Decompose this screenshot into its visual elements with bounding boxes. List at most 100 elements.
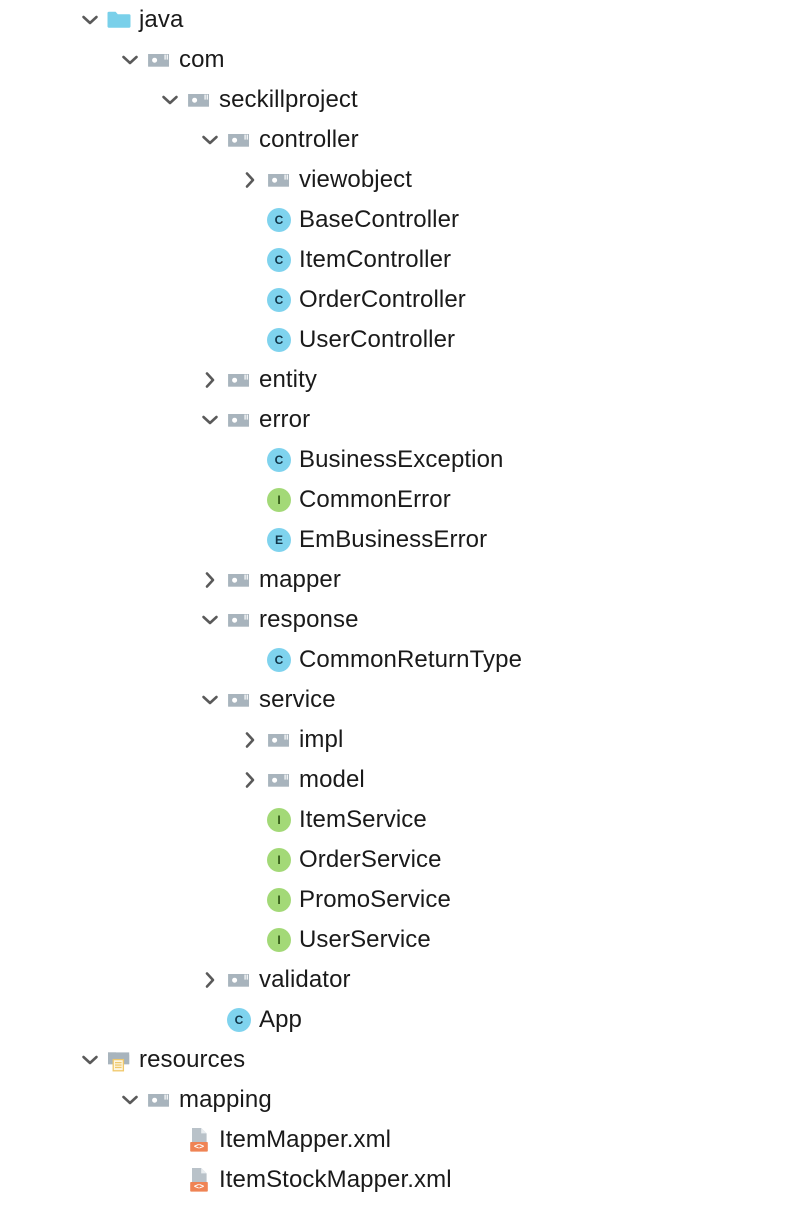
class-icon: C bbox=[267, 288, 291, 312]
tree-node-validator[interactable]: validator bbox=[0, 960, 351, 1000]
tree-node-label: response bbox=[259, 606, 359, 633]
tree-node-mapper[interactable]: mapper bbox=[0, 560, 341, 600]
tree-node-resources[interactable]: resources bbox=[0, 1040, 245, 1080]
class-icon: C bbox=[266, 247, 292, 273]
tree-node-mapping[interactable]: mapping bbox=[0, 1080, 272, 1120]
twistie-spacer bbox=[238, 648, 262, 672]
tree-node-java[interactable]: java bbox=[0, 0, 183, 40]
enum-icon: E bbox=[267, 528, 291, 552]
tree-node-controller[interactable]: controller bbox=[0, 120, 359, 160]
twistie-spacer bbox=[238, 288, 262, 312]
folder-package-icon bbox=[226, 127, 252, 153]
chevron-down-icon[interactable] bbox=[198, 608, 222, 632]
tree-node-label: OrderController bbox=[299, 286, 466, 313]
tree-node-error[interactable]: error bbox=[0, 400, 310, 440]
folder-package-icon bbox=[186, 87, 212, 113]
folder-package-icon bbox=[266, 767, 292, 793]
folder-package-icon bbox=[266, 167, 292, 193]
tree-node-label: BaseController bbox=[299, 206, 460, 233]
twistie-spacer bbox=[238, 448, 262, 472]
chevron-down-icon[interactable] bbox=[158, 88, 182, 112]
tree-node-basecontroller[interactable]: C BaseController bbox=[0, 200, 459, 240]
twistie-spacer bbox=[238, 808, 262, 832]
folder-source-root-icon bbox=[106, 7, 132, 33]
chevron-right-icon[interactable] bbox=[238, 168, 262, 192]
folder-package-icon bbox=[226, 367, 252, 393]
chevron-down-icon[interactable] bbox=[198, 688, 222, 712]
tree-node-label: entity bbox=[259, 366, 317, 393]
chevron-right-icon[interactable] bbox=[198, 568, 222, 592]
tree-node-entity[interactable]: entity bbox=[0, 360, 317, 400]
tree-node-commonreturntype[interactable]: C CommonReturnType bbox=[0, 640, 522, 680]
tree-node-label: controller bbox=[259, 126, 359, 153]
class-icon: C bbox=[267, 248, 291, 272]
class-icon: C bbox=[267, 208, 291, 232]
class-icon: C bbox=[267, 648, 291, 672]
chevron-right-icon[interactable] bbox=[238, 768, 262, 792]
class-icon: C bbox=[226, 1007, 252, 1033]
class-icon: C bbox=[266, 207, 292, 233]
tree-node-label: mapping bbox=[179, 1086, 272, 1113]
tree-node-label: EmBusinessError bbox=[299, 526, 488, 553]
chevron-right-icon[interactable] bbox=[238, 728, 262, 752]
chevron-down-icon[interactable] bbox=[198, 128, 222, 152]
chevron-down-icon[interactable] bbox=[118, 1088, 142, 1112]
chevron-down-icon[interactable] bbox=[198, 408, 222, 432]
svg-text:<>: <> bbox=[194, 1182, 204, 1192]
tree-node-label: ItemService bbox=[299, 806, 427, 833]
folder-package-icon bbox=[226, 967, 252, 993]
twistie-spacer bbox=[238, 528, 262, 552]
class-icon: C bbox=[266, 447, 292, 473]
class-icon: C bbox=[266, 287, 292, 313]
tree-node-label: CommonReturnType bbox=[299, 646, 523, 673]
chevron-right-icon[interactable] bbox=[198, 968, 222, 992]
class-icon: C bbox=[266, 647, 292, 673]
tree-node-service[interactable]: service bbox=[0, 680, 336, 720]
tree-node-label: App bbox=[259, 1006, 303, 1033]
tree-node-seckillproject[interactable]: seckillproject bbox=[0, 80, 358, 120]
tree-node-label: com bbox=[179, 46, 225, 73]
tree-node-embusinesserror[interactable]: E EmBusinessError bbox=[0, 520, 487, 560]
tree-node-itemmapper-xml[interactable]: <>ItemMapper.xml bbox=[0, 1120, 391, 1160]
class-icon: C bbox=[227, 1008, 251, 1032]
folder-package-icon bbox=[226, 607, 252, 633]
chevron-down-icon[interactable] bbox=[78, 1048, 102, 1072]
tree-node-app[interactable]: C App bbox=[0, 1000, 302, 1040]
tree-node-com[interactable]: com bbox=[0, 40, 225, 80]
tree-node-itemcontroller[interactable]: C ItemController bbox=[0, 240, 451, 280]
tree-node-label: ItemController bbox=[299, 246, 452, 273]
tree-node-model[interactable]: model bbox=[0, 760, 365, 800]
tree-node-label: error bbox=[259, 406, 311, 433]
folder-package-icon bbox=[226, 567, 252, 593]
class-icon: C bbox=[267, 448, 291, 472]
twistie-spacer bbox=[198, 1008, 222, 1032]
interface-icon: I bbox=[267, 848, 291, 872]
tree-node-label: seckillproject bbox=[219, 86, 358, 113]
chevron-down-icon[interactable] bbox=[118, 48, 142, 72]
tree-node-response[interactable]: response bbox=[0, 600, 359, 640]
chevron-down-icon[interactable] bbox=[78, 8, 102, 32]
tree-node-itemstockmapper-xml[interactable]: <>ItemStockMapper.xml bbox=[0, 1160, 452, 1200]
twistie-spacer bbox=[238, 208, 262, 232]
tree-node-viewobject[interactable]: viewobject bbox=[0, 160, 412, 200]
tree-node-ordercontroller[interactable]: C OrderController bbox=[0, 280, 466, 320]
folder-package-icon bbox=[146, 1087, 172, 1113]
twistie-spacer bbox=[238, 848, 262, 872]
interface-icon: I bbox=[267, 888, 291, 912]
twistie-spacer bbox=[238, 248, 262, 272]
xml-file-icon: <> bbox=[186, 1167, 212, 1193]
tree-node-impl[interactable]: impl bbox=[0, 720, 343, 760]
tree-node-label: viewobject bbox=[299, 166, 413, 193]
chevron-right-icon[interactable] bbox=[198, 368, 222, 392]
tree-node-label: mapper bbox=[259, 566, 341, 593]
interface-icon: I bbox=[266, 927, 292, 953]
tree-node-label: CommonError bbox=[299, 486, 451, 513]
